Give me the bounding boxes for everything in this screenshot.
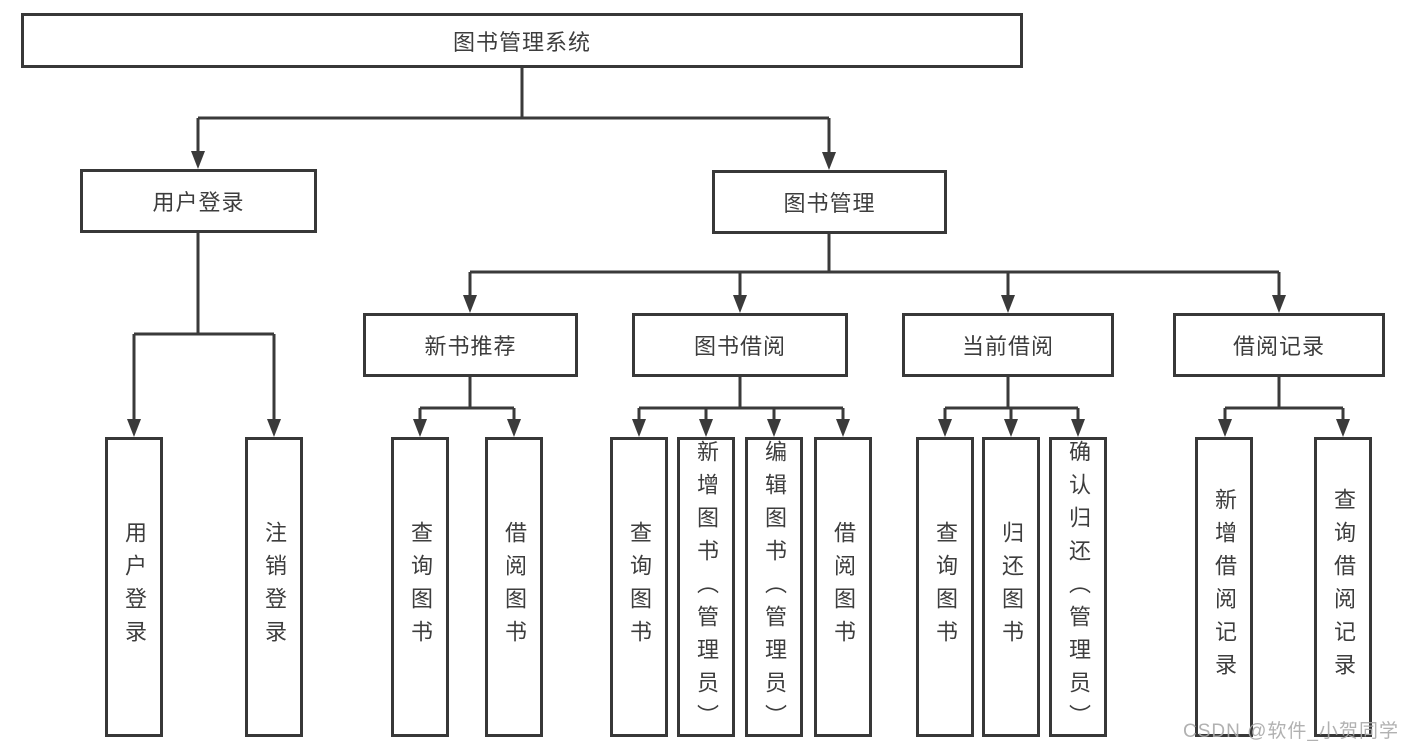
node-query-books-1: 查询图书 xyxy=(391,437,449,737)
node-label: 归还图书 xyxy=(999,521,1024,653)
node-book-borrowing: 图书借阅 xyxy=(632,313,848,377)
node-label: 新增借阅记录 xyxy=(1212,488,1237,686)
node-query-books-3: 查询图书 xyxy=(916,437,974,737)
node-root: 图书管理系统 xyxy=(21,13,1023,68)
node-label: 查询借阅记录 xyxy=(1331,488,1356,686)
node-return-books: 归还图书 xyxy=(982,437,1040,737)
node-label: 确认归还（管理员） xyxy=(1066,440,1091,737)
node-book-management: 图书管理 xyxy=(712,170,947,234)
node-label: 新增图书（管理员） xyxy=(694,440,719,737)
node-borrow-books-2: 借阅图书 xyxy=(814,437,872,737)
watermark: CSDN @软件_小贺同学 xyxy=(1183,721,1399,742)
node-add-borrow-record: 新增借阅记录 xyxy=(1195,437,1253,737)
node-label: 编辑图书（管理员） xyxy=(762,440,787,737)
node-label: 借阅图书 xyxy=(831,521,856,653)
node-new-book-recommend: 新书推荐 xyxy=(363,313,578,377)
node-edit-books-admin: 编辑图书（管理员） xyxy=(745,437,803,737)
node-user-login: 用户登录 xyxy=(80,169,317,233)
node-add-books-admin: 新增图书（管理员） xyxy=(677,437,735,737)
node-label: 查询图书 xyxy=(933,521,958,653)
node-label: 注销登录 xyxy=(262,521,287,653)
node-current-borrowing: 当前借阅 xyxy=(902,313,1114,377)
node-label: 查询图书 xyxy=(408,521,433,653)
node-query-borrow-record: 查询借阅记录 xyxy=(1314,437,1372,737)
node-user-login-leaf: 用户登录 xyxy=(105,437,163,737)
node-logout: 注销登录 xyxy=(245,437,303,737)
node-confirm-return-admin: 确认归还（管理员） xyxy=(1049,437,1107,737)
node-label: 用户登录 xyxy=(122,521,147,653)
node-borrowing-records: 借阅记录 xyxy=(1173,313,1385,377)
node-borrow-books-1: 借阅图书 xyxy=(485,437,543,737)
node-label: 借阅图书 xyxy=(502,521,527,653)
node-label: 查询图书 xyxy=(627,521,652,653)
node-query-books-2: 查询图书 xyxy=(610,437,668,737)
